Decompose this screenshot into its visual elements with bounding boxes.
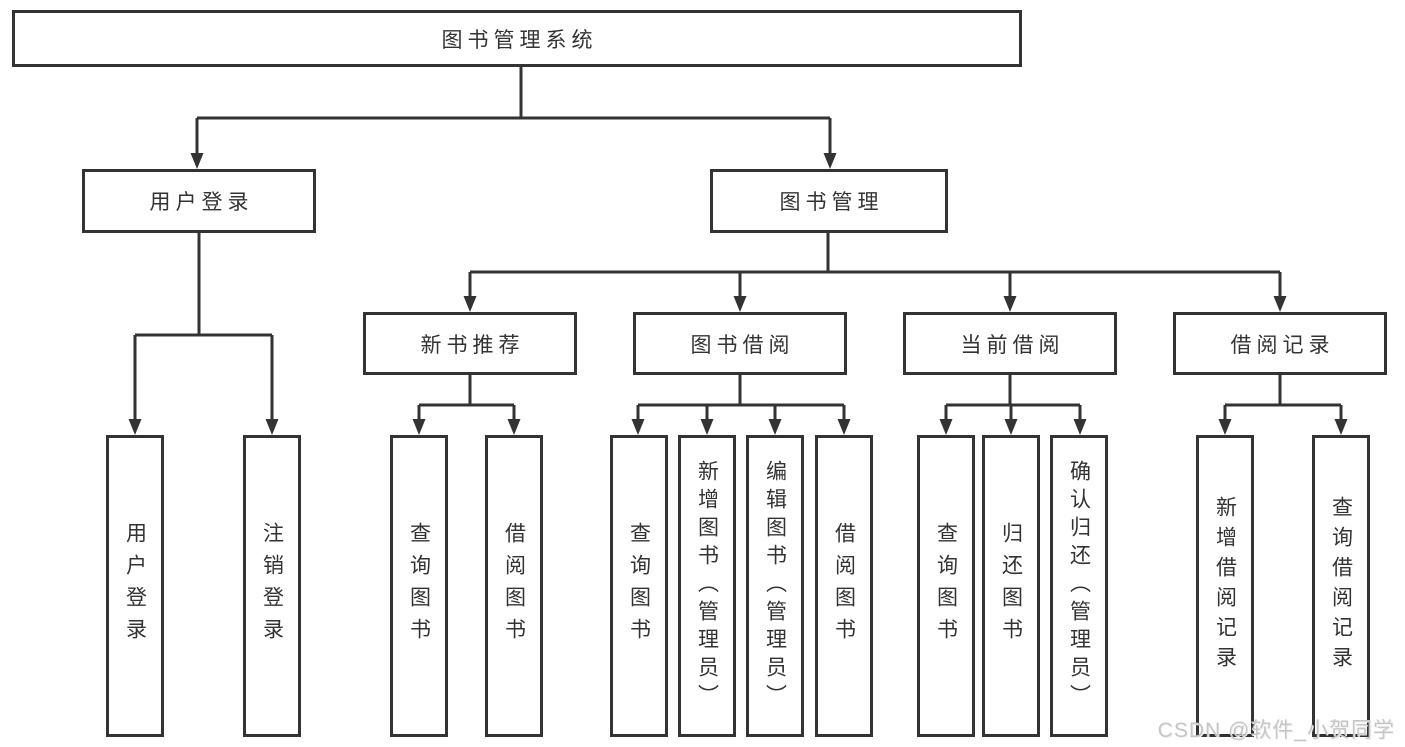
leaf-borrow-books: 借阅图书 <box>815 435 873 737</box>
node-label: 编辑图书（管理员） <box>763 460 787 712</box>
node-label: 归还图书 <box>999 522 1023 650</box>
node-label: 确认归还（管理员） <box>1067 460 1091 712</box>
node-label: 借阅图书 <box>502 522 526 650</box>
node-label: 查询借阅记录 <box>1329 496 1353 676</box>
node-label: 图书管理 <box>779 191 884 214</box>
node-borrow-records: 借阅记录 <box>1173 312 1387 375</box>
node-label: 用户登录 <box>123 522 147 650</box>
node-new-book-recommend: 新书推荐 <box>363 312 577 375</box>
connector-user-login-to-leaves <box>128 233 279 435</box>
leaf-add-borrow-record: 新增借阅记录 <box>1196 435 1254 737</box>
csdn-watermark: CSDN @软件_小贺同学 <box>1157 719 1395 742</box>
node-label: 新书推荐 <box>420 333 525 357</box>
leaf-confirm-return-admin: 确认归还（管理员） <box>1050 435 1108 737</box>
connector-book-mgmt-to-sections <box>463 233 1287 312</box>
node-book-management-system: 图书管理系统 <box>12 10 1022 67</box>
node-label: 查询图书 <box>407 522 431 650</box>
connector-book-borrow-to-leaves <box>631 375 851 435</box>
node-label: 新增借阅记录 <box>1213 496 1237 676</box>
node-label: 注销登录 <box>260 522 284 650</box>
node-label: 用户登录 <box>149 191 254 214</box>
node-book-borrow: 图书借阅 <box>633 312 847 375</box>
leaf-query-books-current: 查询图书 <box>917 435 975 737</box>
node-label: 查询图书 <box>627 522 651 650</box>
node-label: 当前借阅 <box>960 333 1065 357</box>
leaf-edit-books-admin: 编辑图书（管理员） <box>746 435 804 737</box>
node-label: 新增图书（管理员） <box>695 460 719 712</box>
leaf-query-books-borrow: 查询图书 <box>610 435 668 737</box>
node-label: 图书管理系统 <box>441 28 598 52</box>
leaf-borrow-books-recommend: 借阅图书 <box>485 435 543 737</box>
node-book-management: 图书管理 <box>710 169 948 233</box>
leaf-user-login: 用户登录 <box>106 435 164 737</box>
leaf-query-books-recommend: 查询图书 <box>390 435 448 737</box>
connector-root-to-level2 <box>190 67 837 169</box>
connector-new-book-to-leaves <box>412 375 521 435</box>
connector-current-borrow-to-leaves <box>939 375 1087 435</box>
node-user-login-group: 用户登录 <box>82 169 316 233</box>
node-label: 查询图书 <box>934 522 958 650</box>
node-label: 借阅记录 <box>1230 333 1335 357</box>
leaf-logout: 注销登录 <box>243 435 301 737</box>
leaf-return-books: 归还图书 <box>982 435 1040 737</box>
leaf-add-books-admin: 新增图书（管理员） <box>678 435 736 737</box>
node-current-borrow: 当前借阅 <box>903 312 1117 375</box>
leaf-query-borrow-record: 查询借阅记录 <box>1312 435 1370 737</box>
node-label: 借阅图书 <box>832 522 856 650</box>
node-label: 图书借阅 <box>690 333 795 357</box>
connector-records-to-leaves <box>1218 375 1348 435</box>
